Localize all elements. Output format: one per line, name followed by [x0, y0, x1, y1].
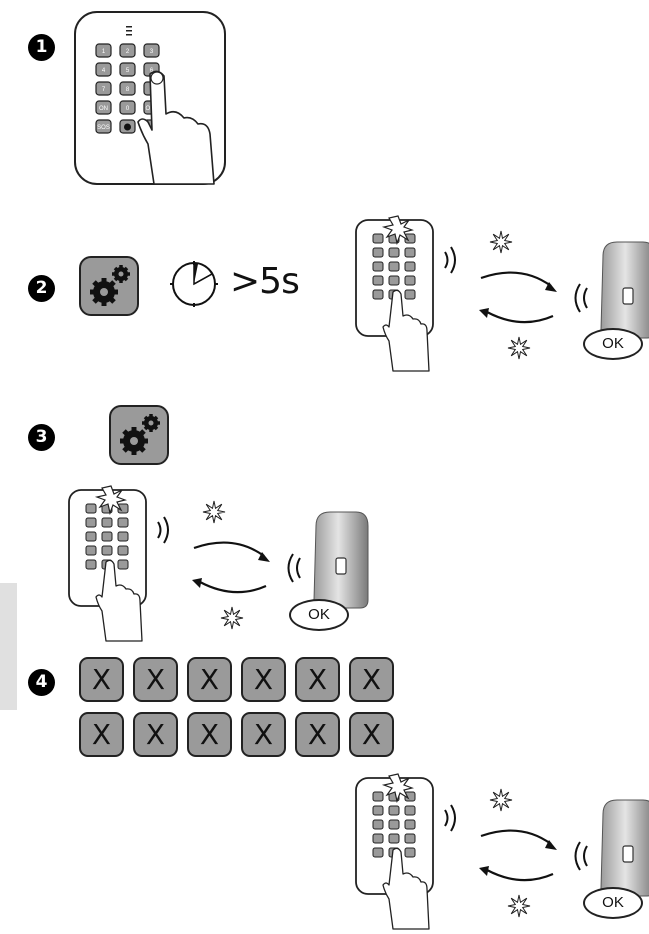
keypad-key[interactable] [405, 834, 415, 843]
timer-label: >5s [230, 261, 299, 302]
ok-indicator: OK [583, 887, 643, 919]
keypad-key[interactable] [118, 518, 128, 527]
code-key[interactable]: X [241, 712, 286, 757]
signal-wave-icon [158, 522, 161, 538]
keypad-key[interactable] [373, 262, 383, 271]
keypad-key[interactable] [86, 504, 96, 513]
signal-wave-icon [576, 842, 581, 870]
code-key[interactable]: X [79, 657, 124, 702]
keypad-key[interactable] [102, 532, 112, 541]
keypad-key[interactable] [86, 518, 96, 527]
arrow-head-icon [192, 578, 202, 588]
flash-icon [490, 231, 512, 253]
keypad-key[interactable] [389, 276, 399, 285]
ok-indicator: OK [583, 328, 643, 360]
base-unit-button [623, 288, 633, 304]
arrow-head-icon [479, 308, 489, 318]
arrow-head-icon [479, 866, 489, 876]
keypad-key[interactable] [102, 546, 112, 555]
signal-wave-icon [445, 810, 448, 826]
code-key[interactable]: X [133, 712, 178, 757]
flash-icon [508, 895, 530, 917]
arrow-to-keypad [487, 312, 553, 322]
keypad-key[interactable] [389, 248, 399, 257]
keypad-key[interactable] [373, 820, 383, 829]
code-key[interactable]: X [79, 712, 124, 757]
signal-wave-icon [445, 252, 448, 268]
side-tab [0, 583, 17, 710]
flash-icon [508, 337, 530, 359]
keypad-key[interactable] [405, 820, 415, 829]
keypad-key[interactable] [405, 262, 415, 271]
keypad-key[interactable] [373, 792, 383, 801]
keypad-key[interactable] [405, 848, 415, 857]
keypad-key[interactable] [405, 276, 415, 285]
ok-indicator: OK [289, 599, 349, 631]
keypad-key-label: ON [99, 106, 108, 112]
gear-icon [117, 411, 163, 459]
code-key[interactable]: X [295, 712, 340, 757]
keypad-key[interactable] [373, 806, 383, 815]
keypad-key[interactable] [389, 834, 399, 843]
code-key[interactable]: X [241, 657, 286, 702]
gear-icon [87, 262, 133, 310]
code-key[interactable]: X [187, 657, 232, 702]
keypad-key[interactable] [373, 276, 383, 285]
flash-icon [490, 789, 512, 811]
keypad-key[interactable] [405, 248, 415, 257]
keypad-key[interactable] [373, 848, 383, 857]
keypad-key[interactable] [389, 806, 399, 815]
arrow-to-base [481, 831, 551, 844]
keypad-key-label: SOS [97, 125, 110, 131]
signal-wave-icon [584, 288, 587, 308]
step-1-number: 1 [28, 34, 55, 61]
keypad-key[interactable] [389, 262, 399, 271]
gear-button[interactable] [79, 256, 139, 316]
code-key[interactable]: X [349, 657, 394, 702]
arrow-to-base [481, 273, 551, 286]
keypad-key[interactable] [405, 806, 415, 815]
flash-icon [203, 501, 225, 523]
base-unit-button [623, 846, 633, 862]
flash-icon [221, 607, 243, 629]
keypad-key[interactable] [373, 290, 383, 299]
signal-wave-icon [451, 247, 455, 273]
keypad-key[interactable] [118, 532, 128, 541]
keypad-key[interactable] [118, 560, 128, 569]
keypad-key[interactable] [86, 546, 96, 555]
keypad-key[interactable] [86, 532, 96, 541]
code-key[interactable]: X [187, 712, 232, 757]
keypad-key[interactable] [373, 234, 383, 243]
gear-button-step-3[interactable] [109, 405, 169, 465]
step-3-number: 3 [28, 424, 55, 451]
keypad-key[interactable] [373, 248, 383, 257]
keypad-key[interactable] [118, 546, 128, 555]
signal-wave-icon [451, 805, 455, 831]
keypad-key[interactable] [102, 518, 112, 527]
keypad-key[interactable] [86, 560, 96, 569]
code-key[interactable]: X [295, 657, 340, 702]
step-2-number: 2 [28, 275, 55, 302]
step-4-number: 4 [28, 669, 55, 696]
signal-wave-icon [584, 846, 587, 866]
signal-wave-icon [297, 558, 300, 578]
keypad-key[interactable] [389, 820, 399, 829]
signal-wave-icon [576, 284, 581, 312]
arrow-to-keypad [200, 582, 266, 592]
code-key[interactable]: X [349, 712, 394, 757]
keypad-key[interactable] [405, 290, 415, 299]
code-key[interactable]: X [133, 657, 178, 702]
signal-wave-icon [164, 517, 168, 543]
base-unit-button [336, 558, 346, 574]
signal-wave-icon [289, 554, 294, 582]
arrow-to-keypad [487, 870, 553, 880]
gear-icon [124, 124, 131, 131]
keypad-key[interactable] [373, 834, 383, 843]
timer-icon [170, 256, 230, 316]
arrow-to-base [194, 543, 264, 556]
keypad-large: 123456789ON0OFFSOS [70, 10, 240, 190]
